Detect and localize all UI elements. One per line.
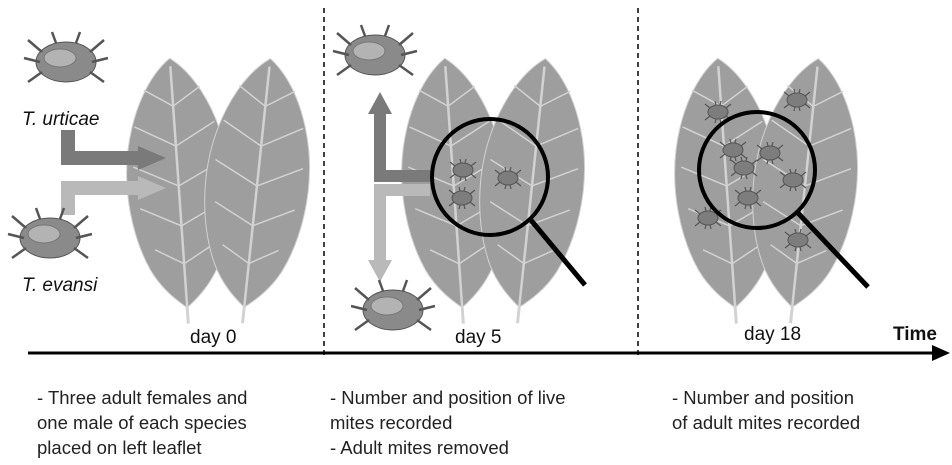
- time-axis-label: Time: [893, 323, 937, 347]
- description-day-0: - Three adult females and one male of ea…: [37, 385, 247, 460]
- day-label-18: day 18: [744, 323, 801, 347]
- bigmite-urticae-day0: [24, 32, 108, 82]
- bigmite-evansi-day5: [351, 280, 435, 330]
- bigmite-evansi-day0: [8, 208, 92, 258]
- arrowhead-removal-up: [368, 92, 392, 114]
- bigmite-urticae-day5: [333, 25, 417, 75]
- arrowhead-removal-down: [368, 260, 392, 282]
- leaflet-panel0-right: [191, 53, 321, 328]
- description-day-5: - Number and position of live mites reco…: [330, 385, 565, 460]
- day-label-5: day 5: [455, 326, 501, 350]
- leaflet-panel1-right: [466, 53, 596, 328]
- time-axis-arrowhead: [932, 345, 950, 361]
- leaflet-panel2-right: [739, 53, 869, 328]
- species-label-urticae: T. urticae: [22, 108, 99, 132]
- description-day-18: - Number and position of adult mites rec…: [672, 385, 860, 435]
- species-label-evansi: T. evansi: [22, 274, 97, 298]
- day-label-0: day 0: [190, 326, 236, 350]
